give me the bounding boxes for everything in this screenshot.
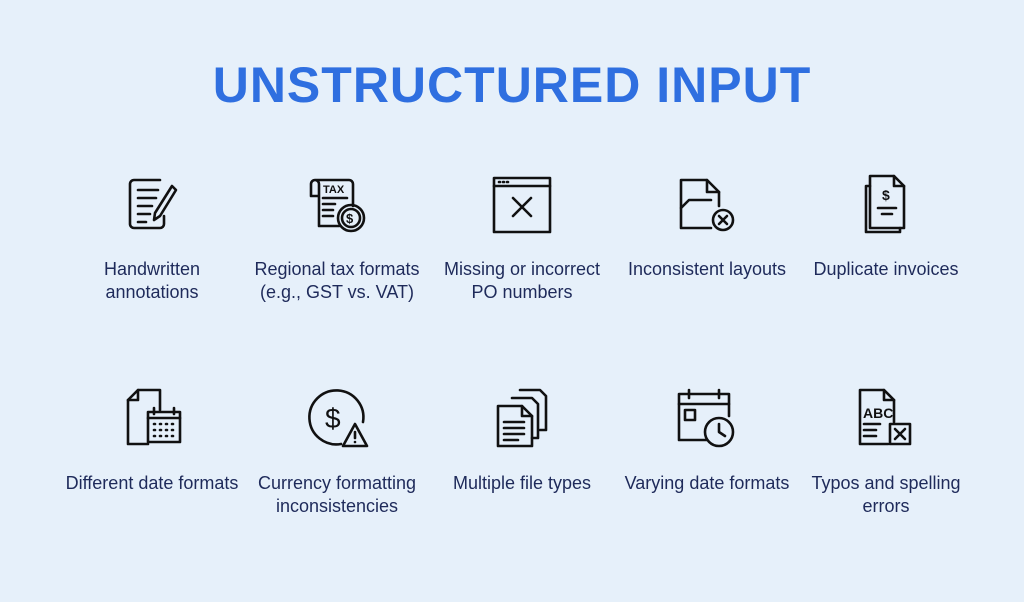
svg-text:$: $: [325, 403, 341, 434]
item-label: Missing or incorrect PO numbers: [443, 259, 601, 302]
icon-text: ABC: [863, 405, 893, 421]
spelling-error-icon: ABC: [858, 388, 912, 446]
item-label: Multiple file types: [452, 473, 592, 493]
document-calendar-icon: [126, 388, 182, 446]
multiple-files-icon: [496, 388, 548, 448]
item-label: Handwritten annotations: [103, 259, 201, 302]
item-varying-date: Varying date formats: [617, 386, 797, 495]
item-po: Missing or incorrect PO numbers: [432, 172, 612, 304]
item-tax: TAX $ Regional tax formats (e.g., GST vs.…: [247, 172, 427, 304]
item-label: Currency formatting inconsistencies: [257, 473, 417, 516]
item-different-date: Different date formats: [62, 386, 242, 495]
tax-document-icon: TAX $: [309, 178, 366, 233]
item-duplicate: $ Duplicate invoices: [796, 172, 976, 281]
svg-text:$: $: [882, 187, 890, 203]
item-layouts: Inconsistent layouts: [617, 172, 797, 281]
folder-x-icon: [679, 178, 735, 232]
item-file-types: Multiple file types: [432, 386, 612, 495]
item-typos: ABC Typos and spelling errors: [796, 386, 976, 518]
svg-text:$: $: [346, 211, 354, 226]
item-handwritten: Handwritten annotations: [62, 172, 242, 304]
item-label: Regional tax formats (e.g., GST vs. VAT): [254, 259, 420, 302]
page-title: UNSTRUCTURED INPUT: [212, 57, 812, 113]
item-label: Inconsistent layouts: [627, 259, 787, 279]
item-label: Varying date formats: [624, 473, 790, 493]
document-pencil-icon: [128, 178, 178, 230]
currency-warning-icon: $: [308, 389, 369, 448]
item-currency: $ Currency formatting inconsistencies: [247, 386, 427, 518]
icon-text: TAX: [323, 184, 345, 196]
item-label: Different date formats: [65, 473, 239, 493]
item-label: Duplicate invoices: [813, 259, 959, 279]
duplicate-invoice-icon: $: [864, 174, 906, 234]
calendar-clock-icon: [677, 388, 735, 448]
window-x-icon: [492, 176, 552, 234]
item-label: Typos and spelling errors: [811, 473, 961, 516]
